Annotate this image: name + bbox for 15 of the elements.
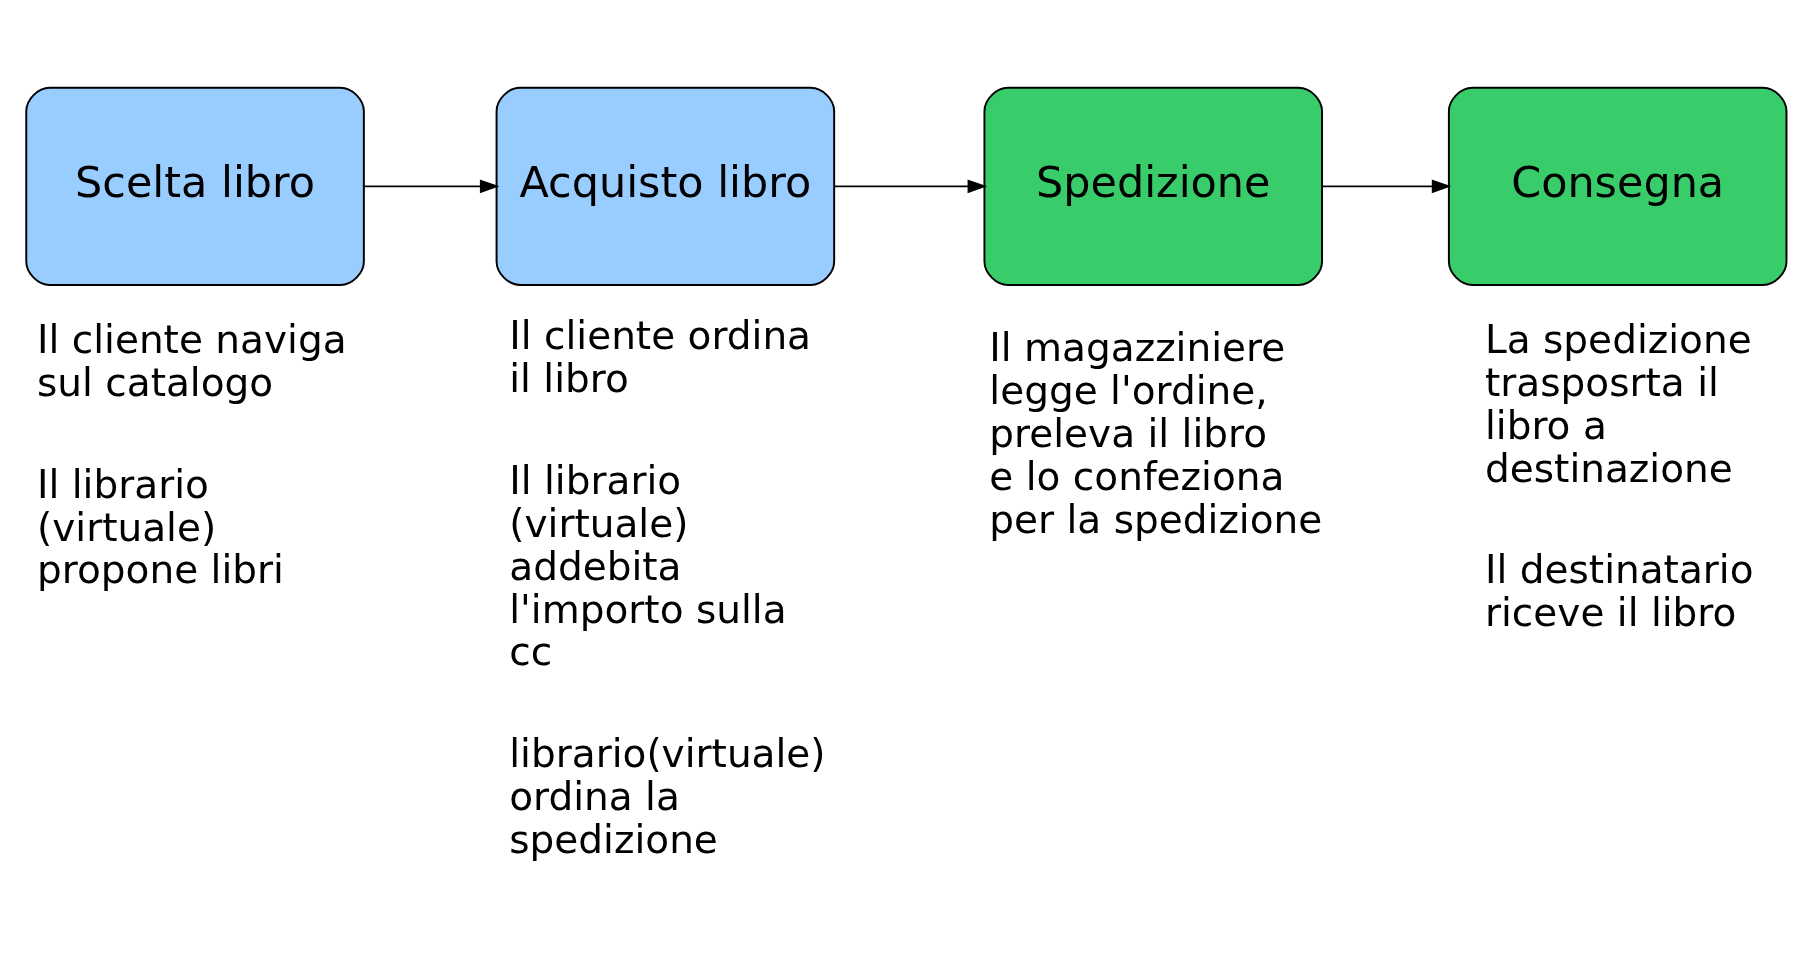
node-label: librario(virtuale) ordina la spedizione [509, 730, 826, 862]
node-label: La spedizione trasposrta il libro a destinazione [1484, 316, 1752, 491]
node-label: Il magazziniere legge l'ordine, preleva il libro e lo confeziona per la spedizione [989, 324, 1323, 542]
arrow [834, 179, 988, 193]
arrow [1321, 179, 1452, 193]
node-box: Scelta libro [25, 86, 365, 286]
node-label: Il destinatario riceve il libro [1484, 546, 1754, 635]
node-label: Il librario (virtuale) addebita l'importo sulla cc [509, 457, 787, 674]
node-label: Il librario (virtuale) propone libri [37, 461, 284, 592]
node-label: Il cliente ordina il libro [509, 312, 812, 401]
node-box: Consegna [1447, 86, 1788, 286]
node-label: Il cliente naviga sul catalogo [37, 316, 347, 405]
arrow [363, 179, 500, 193]
node-box: Spedizione [983, 86, 1323, 286]
node-box: Acquisto libro [495, 86, 836, 286]
